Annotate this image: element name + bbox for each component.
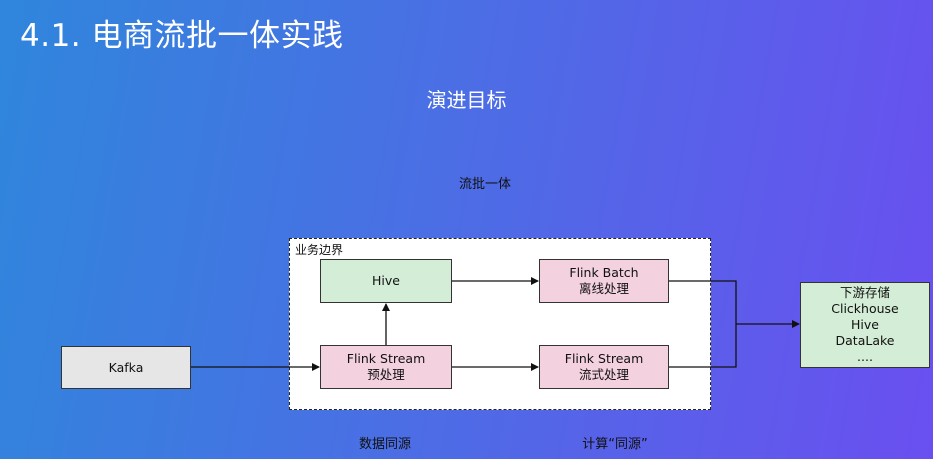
storage-line2: Clickhouse	[831, 301, 899, 316]
flink-stream-flow-node: Flink Stream 流式处理	[539, 345, 669, 389]
flink-stream-pre-line1: Flink Stream	[346, 351, 426, 366]
flink-batch-line1: Flink Batch	[569, 265, 639, 280]
flink-batch-line2: 离线处理	[578, 281, 629, 296]
flink-stream-preprocess-node: Flink Stream 预处理	[320, 345, 452, 389]
storage-line4: DataLake	[835, 333, 895, 348]
hive-label: Hive	[372, 273, 400, 288]
storage-line5: ....	[857, 349, 873, 364]
kafka-label: Kafka	[108, 359, 144, 375]
slide-subtitle: 演进目标	[426, 88, 507, 112]
hive-node: Hive	[320, 259, 452, 303]
flink-batch-node: Flink Batch 离线处理	[539, 259, 669, 303]
data-same-source-caption: 数据同源	[358, 437, 411, 452]
storage-line1: 下游存储	[839, 285, 890, 300]
flink-stream-flow-line1: Flink Stream	[564, 351, 644, 366]
downstream-storage-node: 下游存储 Clickhouse Hive DataLake ....	[800, 282, 930, 368]
stream-batch-caption: 流批一体	[458, 177, 511, 192]
boundary-label: 业务边界	[295, 243, 344, 257]
compute-same-source-caption: 计算“同源”	[582, 437, 648, 452]
flink-stream-pre-line2: 预处理	[367, 367, 405, 382]
kafka-node: Kafka	[61, 346, 191, 389]
flink-stream-flow-line2: 流式处理	[578, 367, 629, 382]
storage-line3: Hive	[851, 317, 879, 332]
slide-title: 4.1. 电商流批一体实践	[20, 18, 344, 54]
